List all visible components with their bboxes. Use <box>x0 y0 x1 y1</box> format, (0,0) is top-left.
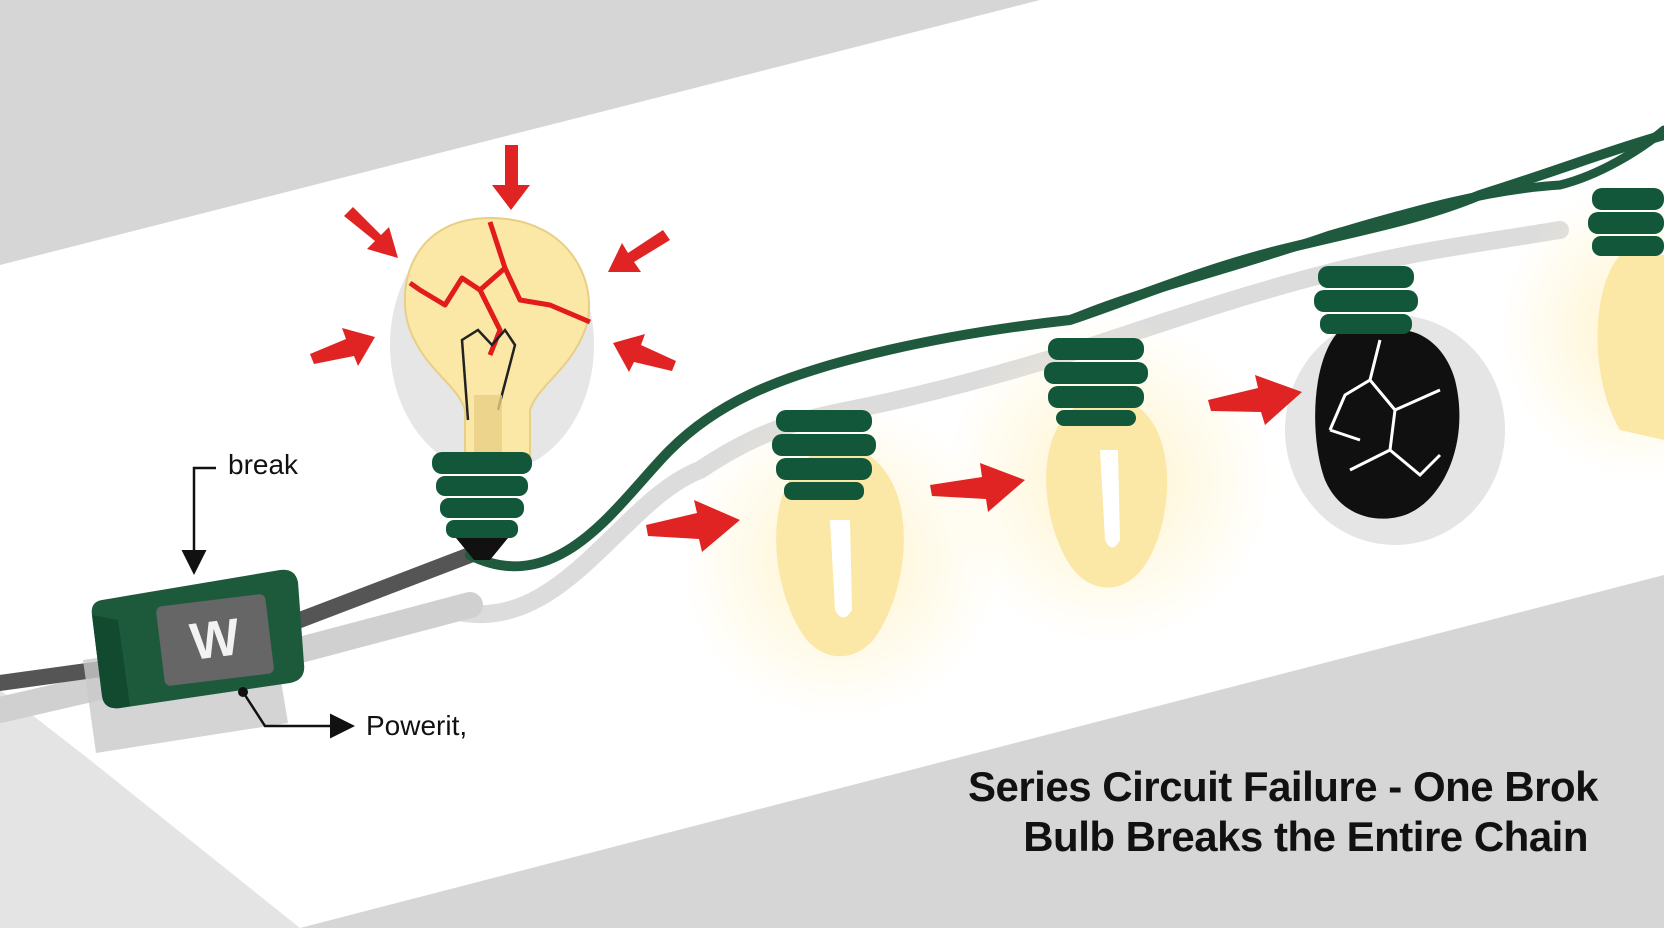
caption: Series Circuit Failure - One Brok Bulb B… <box>967 762 1599 862</box>
stress-arrows <box>310 145 676 372</box>
break-pointer <box>181 466 216 575</box>
current-arrows <box>646 375 1302 552</box>
power-label: Powerit, <box>366 710 468 741</box>
broken-bulb <box>1285 266 1505 545</box>
current-arrow-3 <box>1208 375 1302 425</box>
caption-line-1: Series Circuit Failure - One Brok <box>967 763 1599 810</box>
wire-upper <box>1065 125 1664 325</box>
plug-letter: W <box>187 608 243 672</box>
break-label: break <box>228 449 299 480</box>
background-band-top <box>0 0 1040 265</box>
current-arrow-1 <box>646 500 740 552</box>
plug-box <box>83 569 305 753</box>
glowing-bulb-edge <box>1500 180 1664 480</box>
power-pointer <box>241 691 355 739</box>
background-band-left <box>0 690 300 928</box>
stressed-bulb <box>390 216 594 560</box>
caption-line-2: Bulb Breaks the Entire Chain <box>1023 813 1588 860</box>
background-band-bottom <box>300 575 1664 928</box>
glowing-bulb-3 <box>943 315 1273 645</box>
glowing-bulb-2 <box>680 400 1000 720</box>
current-arrow-2 <box>930 463 1025 512</box>
power-pointer-dot <box>238 687 248 697</box>
